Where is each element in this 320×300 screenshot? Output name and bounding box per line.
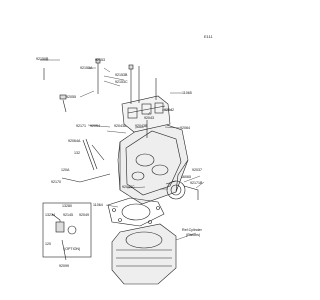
callout-92049: 92049	[79, 213, 89, 217]
intake-insulator	[165, 180, 199, 200]
callout-92153: 92153	[95, 58, 105, 62]
page-code: E111	[204, 34, 213, 39]
callout-92153B: 92153B	[115, 73, 128, 77]
cylinder-block	[111, 223, 177, 285]
callout-92037: 92037	[192, 168, 202, 172]
callout-120A: 120A	[61, 168, 70, 172]
callout-11065: 11065	[182, 91, 192, 95]
ref-cylinder-label: Ref.Cylinder	[182, 228, 202, 232]
callout-option: (OPTION)	[64, 247, 81, 251]
callout-92145: 92145	[63, 213, 73, 217]
callout-92054: 92054	[90, 124, 100, 128]
callout-11064: 11064	[93, 203, 103, 207]
callout-92153A: 92153A	[80, 66, 93, 70]
callout-92064: 92064	[180, 126, 190, 130]
callout-120: 120	[45, 242, 51, 246]
callout-92171: 92171	[76, 124, 86, 128]
callout-92043C: 92043C	[122, 185, 135, 189]
leader-lines	[46, 59, 205, 241]
ref-cylinder-sublabel: (Pistons)	[186, 233, 201, 237]
callout-16065: 16065	[181, 175, 191, 179]
callout-92043: 92043	[144, 116, 154, 120]
callout-92042: 92042	[164, 108, 174, 112]
callout-92171B: 92171B	[190, 181, 203, 185]
callout-132: 132	[74, 151, 80, 155]
head-bolts	[95, 58, 157, 138]
callout-92043A: 92043A	[114, 124, 127, 128]
option-parts-inset	[42, 202, 92, 261]
callout-92043B: 92043B	[135, 124, 148, 128]
callout-92064A: 92064A	[68, 139, 81, 143]
cylinder-head-exploded-diagram	[40, 58, 205, 285]
callout-92170: 92170	[51, 180, 61, 184]
cylinder-head-body	[117, 119, 189, 205]
callout-92055: 92055	[66, 95, 76, 99]
callout-13280: 13280	[62, 204, 72, 208]
left-side-small-parts	[40, 59, 111, 183]
callout-92099: 92099	[59, 264, 69, 268]
head-gasket	[107, 197, 165, 227]
callout-13234: 13234	[45, 213, 55, 217]
callout-92153C: 92153C	[115, 80, 128, 84]
callout-92150B: 92150B	[36, 57, 49, 61]
cam-cap-assembly	[121, 95, 171, 133]
